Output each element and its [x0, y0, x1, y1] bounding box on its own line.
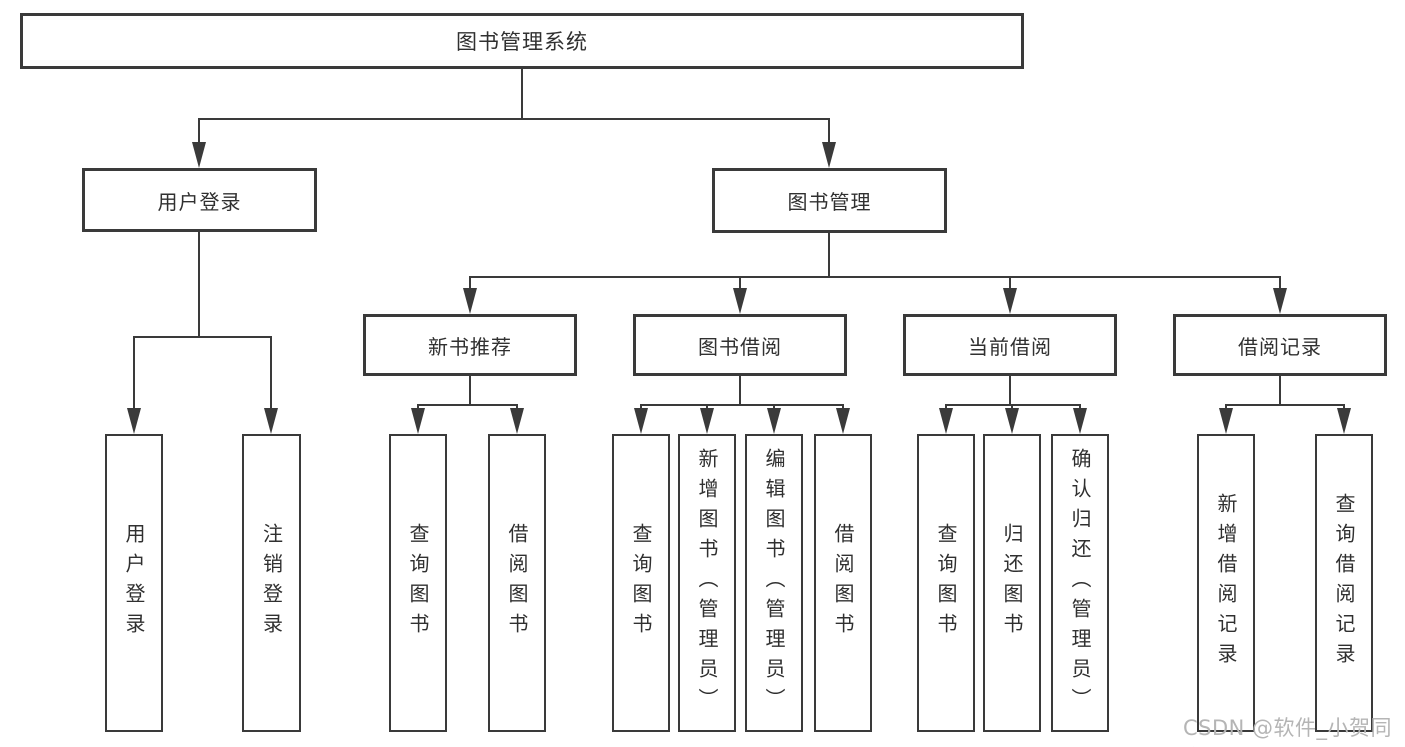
- arrow-down-icon: [836, 408, 850, 434]
- arrow-down-icon: [192, 142, 206, 168]
- connector-line: [469, 276, 471, 290]
- node-book-borrow-label: 图书借阅: [698, 334, 782, 359]
- connector-line: [417, 404, 419, 410]
- connector-line: [198, 118, 830, 120]
- connector-line: [1079, 404, 1081, 410]
- connector-line: [773, 404, 775, 410]
- node-leaf-confirm-return-admin-label: 确认归还（管理员）: [1068, 448, 1092, 718]
- connector-line: [516, 404, 518, 410]
- node-current-borrow: 当前借阅: [903, 314, 1117, 376]
- watermark: CSDN @软件_小贺同学: [1183, 716, 1393, 747]
- node-leaf-return-book: 归还图书: [983, 434, 1041, 732]
- node-leaf-query-books-borrow: 查询图书: [612, 434, 670, 732]
- node-leaf-borrow-books-recommend-label: 借阅图书: [505, 523, 529, 643]
- connector-line: [133, 336, 272, 338]
- node-leaf-logout: 注销登录: [242, 434, 301, 732]
- connector-line: [945, 404, 947, 410]
- connector-line: [1225, 404, 1227, 410]
- arrow-down-icon: [264, 408, 278, 434]
- arrow-down-icon: [634, 408, 648, 434]
- node-book-management-label: 图书管理: [787, 190, 872, 214]
- node-book-management: 图书管理: [712, 168, 947, 233]
- node-current-borrow-label: 当前借阅: [968, 334, 1052, 359]
- node-new-book-recommend-label: 新书推荐: [428, 334, 512, 359]
- connector-line: [1009, 374, 1011, 406]
- arrow-down-icon: [127, 408, 141, 434]
- node-root-label: 图书管理系统: [456, 30, 588, 54]
- node-leaf-borrow-books: 借阅图书: [814, 434, 872, 732]
- connector-line: [739, 374, 741, 406]
- arrow-down-icon: [1337, 408, 1351, 434]
- arrow-down-icon: [767, 408, 781, 434]
- connector-line: [1343, 404, 1345, 410]
- node-leaf-user-login: 用户登录: [105, 434, 163, 732]
- arrow-down-icon: [733, 288, 747, 314]
- connector-line: [469, 276, 1281, 278]
- connector-line: [1279, 374, 1281, 406]
- arrow-down-icon: [463, 288, 477, 314]
- node-leaf-add-book-admin-label: 新增图书（管理员）: [695, 448, 719, 718]
- arrow-down-icon: [1003, 288, 1017, 314]
- connector-line: [1225, 404, 1345, 406]
- connector-line: [270, 336, 272, 410]
- connector-line: [739, 276, 741, 290]
- node-leaf-user-login-label: 用户登录: [122, 523, 146, 643]
- connector-line: [640, 404, 844, 406]
- arrow-down-icon: [700, 408, 714, 434]
- connector-line: [133, 336, 135, 410]
- arrow-down-icon: [510, 408, 524, 434]
- connector-line: [417, 404, 518, 406]
- connector-line: [828, 233, 830, 278]
- connector-line: [945, 404, 1081, 406]
- node-leaf-edit-book-admin: 编辑图书（管理员）: [745, 434, 803, 732]
- node-leaf-return-book-label: 归还图书: [1000, 523, 1024, 643]
- node-book-borrow: 图书借阅: [633, 314, 847, 376]
- arrow-down-icon: [1219, 408, 1233, 434]
- node-leaf-query-books-current: 查询图书: [917, 434, 975, 732]
- node-leaf-query-books-current-label: 查询图书: [934, 523, 958, 643]
- connector-line: [828, 118, 830, 146]
- arrow-down-icon: [411, 408, 425, 434]
- node-leaf-query-borrow-record-label: 查询借阅记录: [1332, 493, 1356, 673]
- node-leaf-query-books-recommend-label: 查询图书: [406, 523, 430, 643]
- node-leaf-borrow-books-recommend: 借阅图书: [488, 434, 546, 732]
- node-leaf-add-borrow-record: 新增借阅记录: [1197, 434, 1255, 732]
- node-leaf-confirm-return-admin: 确认归还（管理员）: [1051, 434, 1109, 732]
- node-leaf-add-borrow-record-label: 新增借阅记录: [1214, 493, 1238, 673]
- node-leaf-edit-book-admin-label: 编辑图书（管理员）: [762, 448, 786, 718]
- node-new-book-recommend: 新书推荐: [363, 314, 577, 376]
- arrow-down-icon: [1273, 288, 1287, 314]
- connector-line: [469, 374, 471, 406]
- connector-line: [1009, 276, 1011, 290]
- arrow-down-icon: [1005, 408, 1019, 434]
- node-root: 图书管理系统: [20, 13, 1024, 69]
- node-user-login-label: 用户登录: [157, 189, 242, 214]
- node-leaf-query-books-borrow-label: 查询图书: [629, 523, 653, 643]
- connector-line: [521, 68, 523, 120]
- node-leaf-borrow-books-label: 借阅图书: [831, 523, 855, 643]
- connector-line: [1011, 404, 1013, 410]
- connector-line: [198, 118, 200, 146]
- node-leaf-query-books-recommend: 查询图书: [389, 434, 447, 732]
- node-borrow-records: 借阅记录: [1173, 314, 1387, 376]
- node-leaf-logout-label: 注销登录: [259, 523, 284, 643]
- connector-line: [1279, 276, 1281, 290]
- connector-line: [706, 404, 708, 410]
- node-borrow-records-label: 借阅记录: [1238, 334, 1322, 359]
- node-leaf-add-book-admin: 新增图书（管理员）: [678, 434, 736, 732]
- connector-line: [640, 404, 642, 410]
- node-user-login: 用户登录: [82, 168, 317, 232]
- node-leaf-query-borrow-record: 查询借阅记录: [1315, 434, 1373, 732]
- arrow-down-icon: [939, 408, 953, 434]
- arrow-down-icon: [822, 142, 836, 168]
- arrow-down-icon: [1073, 408, 1087, 434]
- connector-line: [198, 232, 200, 338]
- connector-line: [842, 404, 844, 410]
